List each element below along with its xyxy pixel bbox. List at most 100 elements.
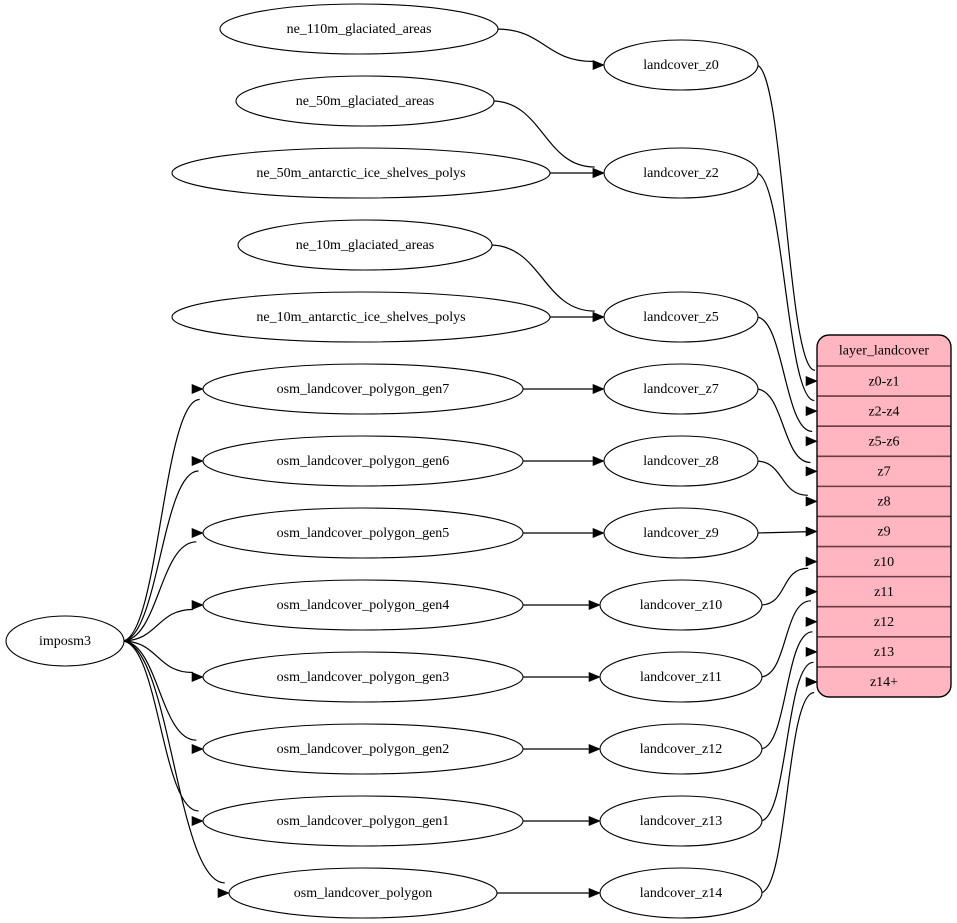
record-row-label-row-z2-z4: z2-z4 bbox=[868, 404, 899, 419]
edge-imposm3-to-osm_landcover_polygon_gen4 bbox=[121, 608, 193, 642]
record-row-row-z7[interactable] bbox=[817, 456, 951, 486]
node-landcover_z8[interactable]: landcover_z8 bbox=[603, 435, 759, 487]
record-row-row-z0-z1[interactable] bbox=[817, 366, 951, 396]
edge-layer bbox=[121, 28, 818, 899]
record-row-row-z10[interactable] bbox=[817, 547, 951, 577]
edge-arrowhead bbox=[805, 375, 818, 387]
record-node-layer: layer_landcoverz0-z1z2-z4z5-z6z7z8z9z10z… bbox=[816, 334, 952, 698]
record-row-label-row-z7: z7 bbox=[877, 465, 890, 480]
node-shape-landcover_z13[interactable] bbox=[599, 795, 763, 847]
node-shape-landcover_z14[interactable] bbox=[599, 867, 763, 919]
record-outline bbox=[816, 334, 952, 698]
record-row-row-z12[interactable] bbox=[817, 607, 951, 637]
node-shape-osm_landcover_polygon_gen5[interactable] bbox=[202, 507, 524, 559]
node-ne_110m_glaciated_areas[interactable]: ne_110m_glaciated_areas bbox=[219, 3, 499, 55]
edge-imposm3-to-osm_landcover_polygon_gen6 bbox=[121, 470, 199, 642]
record-row-label-row-z13: z13 bbox=[874, 645, 894, 660]
node-landcover_z9[interactable]: landcover_z9 bbox=[603, 507, 759, 559]
node-shape-imposm3[interactable] bbox=[5, 615, 125, 667]
node-label-landcover_z0: landcover_z0 bbox=[643, 58, 718, 73]
node-shape-ne_10m_antarctic_ice_shelves_polys[interactable] bbox=[171, 291, 551, 343]
node-landcover_z2[interactable]: landcover_z2 bbox=[603, 147, 759, 199]
node-shape-landcover_z0[interactable] bbox=[603, 39, 759, 91]
edge-arrowhead bbox=[588, 743, 601, 755]
node-shape-landcover_z8[interactable] bbox=[603, 435, 759, 487]
record-row-row-z8[interactable] bbox=[817, 486, 951, 516]
node-shape-osm_landcover_polygon_gen3[interactable] bbox=[202, 651, 524, 703]
edge-arrowhead bbox=[805, 586, 818, 597]
node-label-osm_landcover_polygon: osm_landcover_polygon bbox=[294, 886, 432, 901]
node-shape-osm_landcover_polygon_gen6[interactable] bbox=[202, 435, 524, 487]
node-shape-landcover_z5[interactable] bbox=[603, 291, 759, 343]
node-osm_landcover_polygon_gen3[interactable]: osm_landcover_polygon_gen3 bbox=[202, 651, 524, 703]
node-osm_landcover_polygon_gen2[interactable]: osm_landcover_polygon_gen2 bbox=[202, 723, 524, 775]
edge-arrowhead bbox=[805, 406, 818, 417]
edge-landcover_z12-to-row-z12 bbox=[759, 631, 813, 750]
edge-arrowhead bbox=[805, 526, 818, 537]
node-shape-ne_110m_glaciated_areas[interactable] bbox=[219, 3, 499, 55]
node-osm_landcover_polygon_gen1[interactable]: osm_landcover_polygon_gen1 bbox=[202, 795, 524, 847]
node-landcover_z7[interactable]: landcover_z7 bbox=[603, 363, 759, 415]
edge-imposm3-to-osm_landcover_polygon bbox=[121, 640, 225, 884]
edge-arrowhead bbox=[191, 599, 204, 611]
node-landcover_z13[interactable]: landcover_z13 bbox=[599, 795, 763, 847]
node-osm_landcover_polygon_gen6[interactable]: osm_landcover_polygon_gen6 bbox=[202, 435, 524, 487]
edge-imposm3-to-osm_landcover_polygon_gen5 bbox=[121, 541, 197, 642]
node-shape-landcover_z9[interactable] bbox=[603, 507, 759, 559]
node-landcover_z11[interactable]: landcover_z11 bbox=[599, 651, 763, 703]
edge-arrowhead bbox=[588, 887, 601, 899]
record-row-row-z5-z6[interactable] bbox=[817, 426, 951, 456]
node-shape-osm_landcover_polygon_gen4[interactable] bbox=[202, 579, 524, 631]
node-shape-osm_landcover_polygon_gen2[interactable] bbox=[202, 723, 524, 775]
node-label-landcover_z7: landcover_z7 bbox=[643, 382, 718, 397]
node-layer: imposm3 ne_110m_glaciated_areas ne_50m_gla… bbox=[5, 3, 763, 919]
node-imposm3[interactable]: imposm3 bbox=[5, 615, 125, 667]
node-osm_landcover_polygon_gen5[interactable]: osm_landcover_polygon_gen5 bbox=[202, 507, 524, 559]
record-row-label-row-z10: z10 bbox=[874, 555, 894, 570]
node-landcover_z5[interactable]: landcover_z5 bbox=[603, 291, 759, 343]
record-row-row-z14[interactable] bbox=[817, 667, 951, 697]
edge-arrowhead bbox=[588, 671, 601, 683]
node-shape-ne_50m_glaciated_areas[interactable] bbox=[235, 75, 495, 127]
node-ne_50m_glaciated_areas[interactable]: ne_50m_glaciated_areas bbox=[235, 75, 495, 127]
node-ne_10m_antarctic_ice_shelves_polys[interactable]: ne_10m_antarctic_ice_shelves_polys bbox=[171, 291, 551, 343]
record-node-layer_landcover[interactable]: layer_landcoverz0-z1z2-z4z5-z6z7z8z9z10z… bbox=[816, 334, 952, 698]
record-row-label-row-z14: z14+ bbox=[870, 675, 898, 690]
node-shape-landcover_z12[interactable] bbox=[599, 723, 763, 775]
node-landcover_z0[interactable]: landcover_z0 bbox=[603, 39, 759, 91]
edge-landcover_z8-to-row-z8 bbox=[755, 460, 808, 496]
node-ne_50m_antarctic_ice_shelves_polys[interactable]: ne_50m_antarctic_ice_shelves_polys bbox=[171, 147, 551, 199]
record-row-row-z13[interactable] bbox=[817, 637, 951, 667]
node-shape-landcover_z2[interactable] bbox=[603, 147, 759, 199]
node-landcover_z14[interactable]: landcover_z14 bbox=[599, 867, 763, 919]
node-shape-landcover_z10[interactable] bbox=[599, 579, 763, 631]
node-landcover_z12[interactable]: landcover_z12 bbox=[599, 723, 763, 775]
edge-landcover_z11-to-row-z11 bbox=[759, 600, 811, 678]
node-ne_10m_glaciated_areas[interactable]: ne_10m_glaciated_areas bbox=[237, 219, 493, 271]
record-row-row-z2-z4[interactable] bbox=[817, 396, 951, 426]
node-shape-ne_10m_glaciated_areas[interactable] bbox=[237, 219, 493, 271]
record-row-row-z9[interactable] bbox=[817, 516, 951, 546]
node-shape-landcover_z11[interactable] bbox=[599, 651, 763, 703]
node-osm_landcover_polygon_gen7[interactable]: osm_landcover_polygon_gen7 bbox=[202, 363, 524, 415]
edge-imposm3-to-osm_landcover_polygon_gen3 bbox=[121, 640, 193, 674]
edge-arrowhead bbox=[191, 671, 204, 683]
node-osm_landcover_polygon_gen4[interactable]: osm_landcover_polygon_gen4 bbox=[202, 579, 524, 631]
record-row-label-row-z8: z8 bbox=[877, 495, 890, 510]
node-label-ne_50m_antarctic_ice_shelves_polys: ne_50m_antarctic_ice_shelves_polys bbox=[256, 166, 465, 181]
node-shape-landcover_z7[interactable] bbox=[603, 363, 759, 415]
node-osm_landcover_polygon[interactable]: osm_landcover_polygon bbox=[228, 867, 498, 919]
node-shape-osm_landcover_polygon[interactable] bbox=[228, 867, 498, 919]
node-shape-osm_landcover_polygon_gen7[interactable] bbox=[202, 363, 524, 415]
record-row-label-row-z12: z12 bbox=[874, 615, 894, 630]
node-label-landcover_z11: landcover_z11 bbox=[640, 670, 722, 685]
node-label-osm_landcover_polygon_gen1: osm_landcover_polygon_gen1 bbox=[277, 814, 450, 829]
node-landcover_z10[interactable]: landcover_z10 bbox=[599, 579, 763, 631]
node-shape-osm_landcover_polygon_gen1[interactable] bbox=[202, 795, 524, 847]
node-label-osm_landcover_polygon_gen3: osm_landcover_polygon_gen3 bbox=[277, 670, 450, 685]
edge-arrowhead bbox=[592, 167, 605, 179]
node-shape-ne_50m_antarctic_ice_shelves_polys[interactable] bbox=[171, 147, 551, 199]
record-row-row-z11[interactable] bbox=[817, 577, 951, 607]
node-label-osm_landcover_polygon_gen7: osm_landcover_polygon_gen7 bbox=[277, 382, 450, 397]
